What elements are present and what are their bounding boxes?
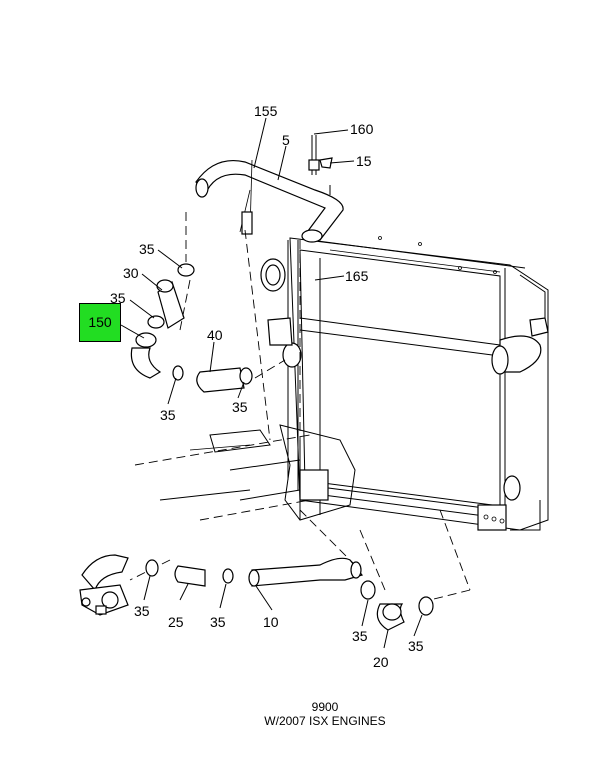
highlight-box[interactable] xyxy=(79,303,121,342)
lower-guide-lines xyxy=(129,509,471,601)
figure-subtitle: W/2007 ISX ENGINES xyxy=(264,714,386,728)
callout-40: 40 xyxy=(207,327,223,343)
turbo-assembly xyxy=(79,554,129,616)
diagram-caption: 9900 W/2007 ISX ENGINES xyxy=(0,700,610,728)
callout-10: 10 xyxy=(263,614,279,630)
callout-35: 35 xyxy=(232,399,248,415)
callout-35: 35 xyxy=(352,628,368,644)
callout-35: 35 xyxy=(210,614,226,630)
hose-25 xyxy=(174,565,206,587)
callout-165: 165 xyxy=(345,268,369,284)
clamps-lower xyxy=(145,559,434,616)
engine-block xyxy=(134,240,356,521)
callout-160: 160 xyxy=(350,121,374,137)
radiator-assembly xyxy=(260,236,549,531)
highlight-callout-150[interactable]: 150 xyxy=(88,314,112,330)
callout-155: 155 xyxy=(254,103,278,119)
bolt-160 xyxy=(308,135,320,175)
callout-35: 35 xyxy=(160,407,176,423)
elbow-20 xyxy=(376,603,405,631)
callout-5: 5 xyxy=(282,132,290,148)
callout-35: 35 xyxy=(139,241,155,257)
figure-number: 9900 xyxy=(311,700,339,714)
callout-25: 25 xyxy=(168,614,184,630)
callout-15: 15 xyxy=(356,153,372,169)
callout-labels: 155 5 160 15 165 35 30 35 40 35 35 35 25… xyxy=(110,103,424,670)
callout-20: 20 xyxy=(373,654,389,670)
leader-lines xyxy=(120,117,423,649)
callout-30: 30 xyxy=(123,265,139,281)
callout-35: 35 xyxy=(408,638,424,654)
callout-35: 35 xyxy=(134,603,150,619)
lower-pipe-10 xyxy=(248,557,364,587)
upper-cac-tube xyxy=(195,159,344,243)
callout-35: 35 xyxy=(110,290,126,306)
left-hose-components xyxy=(130,212,286,441)
clip-15 xyxy=(319,157,333,195)
